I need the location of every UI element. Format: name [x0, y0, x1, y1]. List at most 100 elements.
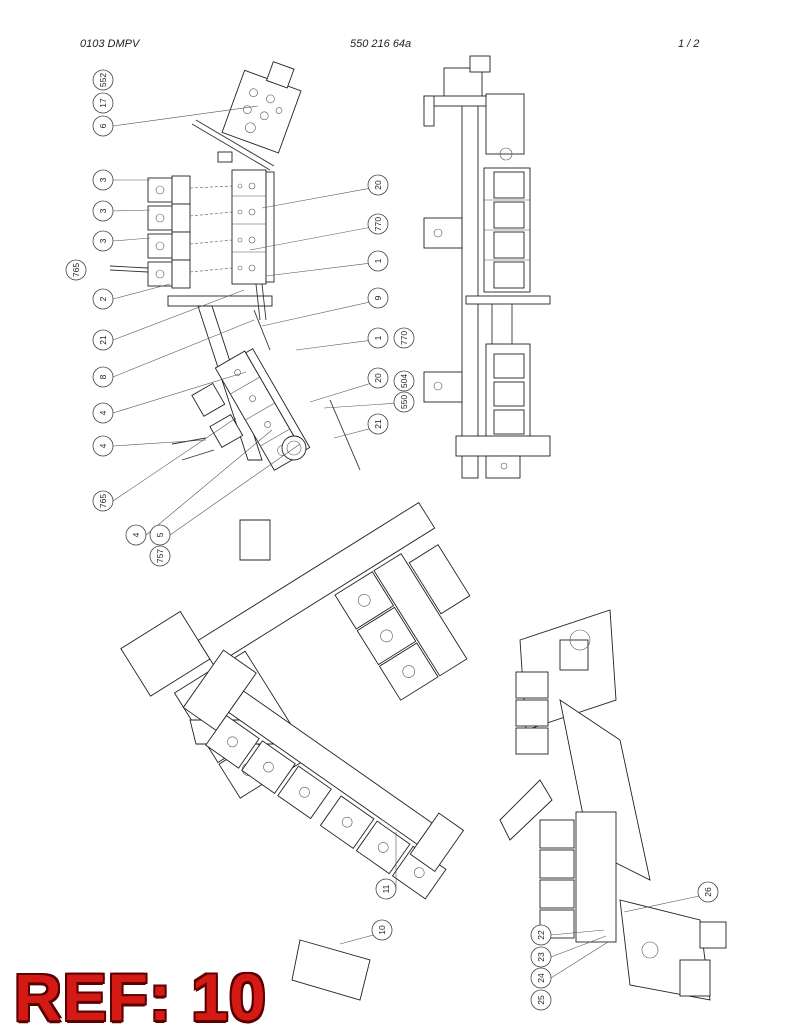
callout-number: 4: [131, 532, 141, 537]
callout-bubble: [375, 878, 397, 900]
callout-550: 550: [323, 391, 415, 413]
leader-line: [550, 929, 605, 936]
leader-line: [112, 105, 259, 127]
callout-number: 770: [373, 217, 383, 231]
callout-bubble: [65, 259, 87, 281]
callout-bubble: [92, 288, 114, 310]
callout-bubble: [367, 327, 389, 349]
callout-21a: 21: [92, 289, 245, 351]
callout-number: 3: [98, 208, 108, 213]
callout-bubble: [393, 370, 415, 392]
leader-line: [249, 223, 389, 251]
callout-bubble: [697, 881, 719, 903]
callout-765a: 765: [65, 259, 87, 281]
callout-bubble: [393, 391, 415, 413]
callout-770a: 770: [249, 213, 389, 251]
callout-bubble: [92, 115, 114, 137]
header-center: 550 216 64a: [350, 38, 412, 50]
callout-10: 10: [339, 919, 393, 945]
callout-1a: 1: [265, 250, 389, 277]
callout-4a: 4: [92, 371, 247, 424]
callout-number: 20: [373, 373, 383, 383]
callout-number: 17: [98, 98, 108, 108]
callout-bubble: [92, 490, 114, 512]
callout-bubble: [92, 366, 114, 388]
callout-bubble: [530, 989, 552, 1011]
callout-number: 23: [536, 952, 546, 962]
leader-line: [112, 237, 151, 242]
callout-number: 24: [536, 973, 546, 983]
callout-552: 552: [92, 69, 114, 91]
ref-label: REF: 10: [14, 960, 267, 1034]
callout-number: 2: [98, 296, 108, 301]
leader-line: [112, 439, 207, 447]
leader-line: [112, 209, 151, 212]
callout-bubble: [530, 967, 552, 989]
callout-bubble: [92, 230, 114, 252]
callout-bubble: [367, 250, 389, 272]
callout-bubble: [92, 435, 114, 457]
leader-line: [112, 371, 247, 414]
callout-2: 2: [92, 283, 171, 310]
callout-bubble: [367, 413, 389, 435]
callout-number: 26: [703, 887, 713, 897]
callout-bubble: [125, 524, 147, 546]
callout-number: 21: [98, 335, 108, 345]
callout-number: 4: [98, 443, 108, 448]
callout-number: 25: [536, 995, 546, 1005]
callout-bubble: [367, 367, 389, 389]
callout-17: 17: [92, 92, 114, 114]
callout-number: 1: [373, 335, 383, 340]
callout-number: 4: [98, 410, 108, 415]
callout-number: 8: [98, 374, 108, 379]
callout-25: 25: [530, 989, 552, 1011]
callout-3a: 3: [92, 169, 150, 191]
callout-23: 23: [530, 935, 607, 968]
callout-504: 504: [393, 370, 415, 392]
callout-26: 26: [623, 881, 719, 913]
callout-number: 6: [98, 123, 108, 128]
callout-bubble: [371, 919, 393, 941]
callout-bubble: [530, 924, 552, 946]
leader-line: [145, 429, 273, 536]
callout-6: 6: [92, 105, 259, 137]
leader-line: [112, 289, 245, 341]
callout-3b: 3: [92, 200, 151, 222]
callout-bubble: [92, 169, 114, 191]
callout-number: 11: [381, 884, 391, 893]
callout-4c: 4: [125, 429, 273, 546]
callout-3c: 3: [92, 230, 151, 252]
callout-11: 11: [375, 832, 397, 900]
callout-5: 5: [149, 443, 301, 546]
callout-number: 550: [399, 395, 409, 409]
callout-1b: 1: [295, 327, 389, 351]
leader-line: [261, 297, 389, 327]
callout-bubble: [92, 329, 114, 351]
callout-20a: 20: [261, 174, 389, 209]
side-view: [423, 55, 551, 479]
header-right: 1 / 2: [678, 38, 700, 50]
callout-number: 1: [373, 258, 383, 263]
callout-22: 22: [530, 924, 605, 946]
callout-number: 9: [373, 295, 383, 300]
leader-line: [112, 417, 237, 502]
callout-number: 757: [155, 549, 165, 563]
header-left: 0103 DMPV: [80, 38, 140, 50]
leader-line: [261, 184, 389, 209]
callout-bubble: [367, 287, 389, 309]
callout-bubble: [367, 174, 389, 196]
callout-bubble: [149, 524, 171, 546]
callout-bubble: [530, 946, 552, 968]
callout-21b: 21: [333, 413, 389, 439]
callout-24: 24: [530, 941, 609, 989]
callout-number: 5: [155, 532, 165, 537]
leader-line: [265, 260, 389, 277]
callout-number: 765: [71, 263, 81, 277]
callout-number: 3: [98, 238, 108, 243]
callout-bubble: [367, 213, 389, 235]
isometric-assembly-3: [499, 609, 727, 1001]
callout-757: 757: [149, 545, 171, 567]
callout-bubble: [92, 69, 114, 91]
